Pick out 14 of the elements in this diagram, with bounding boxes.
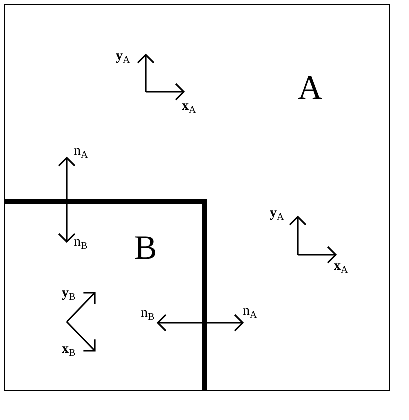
vector-label: x$_{B}$ bbox=[62, 343, 76, 359]
vector-label: n$_{B}$ bbox=[141, 307, 155, 323]
vector-label: x$_{A}$ bbox=[334, 260, 348, 276]
vector-label: n$_{B}$ bbox=[74, 236, 88, 252]
region-box bbox=[4, 4, 390, 391]
region-label: A bbox=[298, 72, 323, 106]
region-label: B bbox=[134, 232, 158, 266]
vector-label: y$_{A}$ bbox=[116, 50, 130, 66]
vector-label: x$_{A}$ bbox=[182, 100, 196, 116]
vector-label: n$_{A}$ bbox=[243, 305, 258, 321]
vector-label: y$_{B}$ bbox=[62, 287, 76, 303]
vector-label: n$_{A}$ bbox=[74, 145, 88, 161]
vector-label: y$_{A}$ bbox=[270, 207, 284, 223]
region-box bbox=[4, 199, 206, 391]
